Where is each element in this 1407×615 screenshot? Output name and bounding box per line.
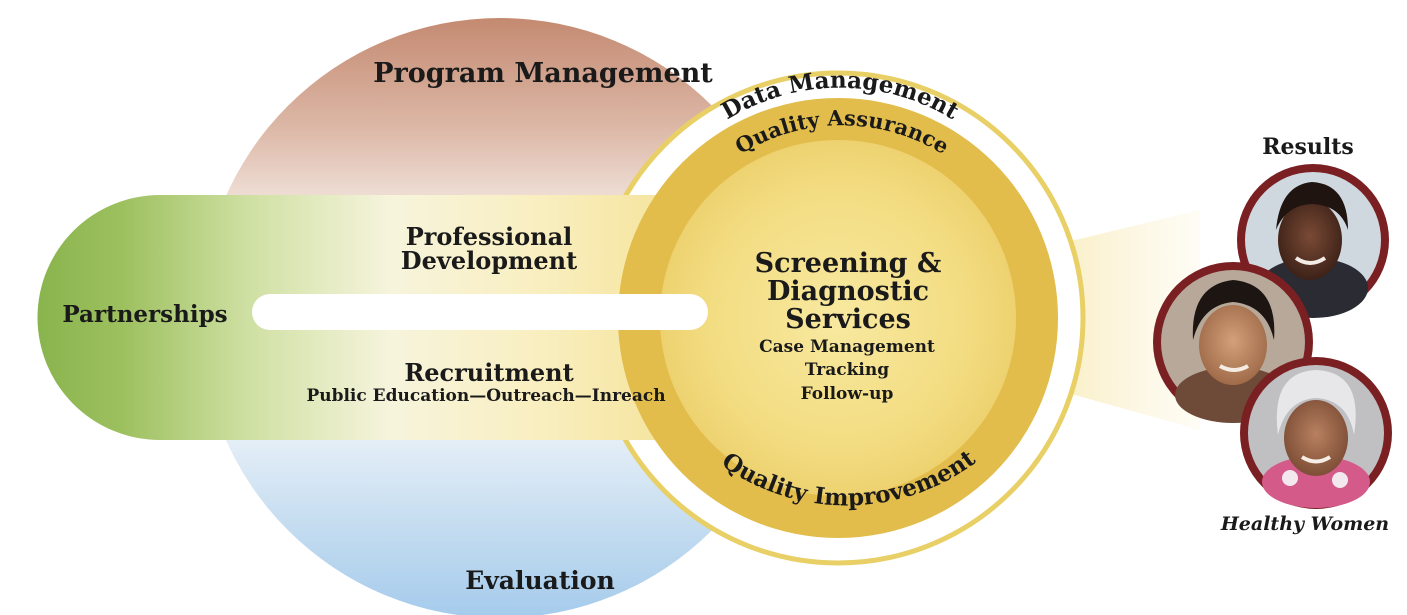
- professional-label-line1: Professional: [406, 222, 573, 251]
- core-circle: [660, 140, 1016, 496]
- core-title-line2: Diagnostic: [767, 276, 929, 307]
- partnerships-label: Partnerships: [62, 301, 227, 328]
- recruitment-label: Recruitment: [404, 358, 573, 387]
- core-title-line1: Screening &: [755, 248, 942, 279]
- core-item-case-management: Case Management: [759, 337, 935, 357]
- core-item-follow-up: Follow-up: [801, 384, 894, 404]
- recruitment-sublabel: Public Education—Outreach—Inreach: [306, 386, 665, 406]
- results-caption: Healthy Women: [1220, 513, 1389, 535]
- program-management-label: Program Management: [373, 58, 713, 89]
- core-item-tracking: Tracking: [805, 360, 889, 380]
- results-title: Results: [1262, 134, 1354, 160]
- photo-woman-3: [1240, 357, 1392, 509]
- partnerships-slot: [252, 294, 708, 330]
- core-title-line3: Services: [785, 304, 911, 335]
- evaluation-label: Evaluation: [465, 566, 615, 595]
- professional-label-line2: Development: [401, 246, 577, 275]
